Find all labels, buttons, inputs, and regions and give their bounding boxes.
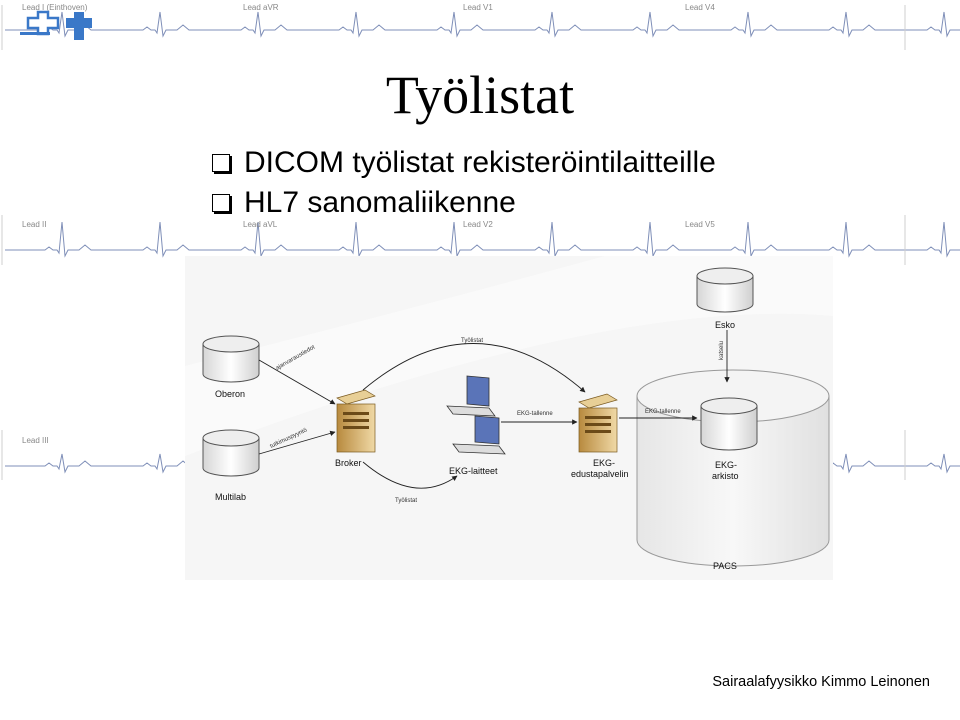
lead-label-iii: Lead III	[22, 436, 49, 445]
broker-label: Broker	[335, 458, 362, 468]
ekg-edustapalvelin-server-icon	[578, 393, 618, 453]
bullet-dicom: DICOM työlistat rekisteröintilaitteille	[212, 146, 716, 180]
arkisto-label-1: EKG-	[715, 460, 737, 470]
ekg-laptop-icon	[446, 375, 506, 455]
multilab-label: Multilab	[215, 492, 246, 502]
oberon-label: Oberon	[215, 389, 245, 399]
bullet-hl7: HL7 sanomaliikenne	[212, 186, 516, 220]
oberon-database-icon	[202, 335, 260, 383]
lead-label-avl: Lead aVL	[243, 220, 278, 229]
bullet-text: DICOM työlistat rekisteröintilaitteille	[244, 146, 716, 179]
arkisto-label-2: arkisto	[712, 471, 739, 481]
lead-label-i: Lead I (Einthoven)	[22, 3, 88, 12]
edge-tyolistat-bottom: Työlistat	[395, 498, 417, 504]
edge-ekg-tallenne-2: EKG-tallenne	[645, 409, 681, 415]
pacs-label: PACS	[713, 561, 737, 571]
ekg-laitteet-label: EKG-laitteet	[449, 466, 498, 476]
multilab-database-icon	[202, 429, 260, 477]
bullet-text: HL7 sanomaliikenne	[244, 186, 516, 219]
footer-author: Sairaalafyysikko Kimmo Leinonen	[712, 674, 930, 690]
lead-label-avr: Lead aVR	[243, 3, 279, 12]
broker-server-icon	[336, 389, 376, 453]
checkbox-bullet-icon	[212, 154, 230, 172]
lead-label-ii: Lead II	[22, 220, 47, 229]
edge-tyolistat-top: Työlistat	[461, 338, 483, 344]
edge-katselu: katselu	[719, 341, 725, 360]
lead-label-v5: Lead V5	[685, 220, 715, 229]
ecg-trace	[5, 11, 960, 38]
lead-label-v2: Lead V2	[463, 220, 493, 229]
worklist-architecture-diagram: PACS Oberon Multilab Esko EKG- arkisto B…	[185, 256, 833, 580]
checkbox-bullet-icon	[212, 194, 230, 212]
lead-label-v1: Lead V1	[463, 3, 493, 12]
esko-database-icon	[696, 267, 754, 313]
slide-title: Työlistat	[385, 65, 575, 125]
esko-label: Esko	[715, 320, 735, 330]
edge-ekg-tallenne-1: EKG-tallenne	[517, 411, 553, 417]
edustapalvelin-label-1: EKG-	[593, 458, 615, 468]
lead-label-v4: Lead V4	[685, 3, 715, 12]
hospital-cross-logo-icon	[20, 10, 92, 40]
edustapalvelin-label-2: edustapalvelin	[571, 469, 629, 479]
ecg-trace	[5, 221, 960, 258]
pacs-cylinder	[636, 369, 830, 567]
ekg-arkisto-database-icon	[700, 397, 758, 451]
